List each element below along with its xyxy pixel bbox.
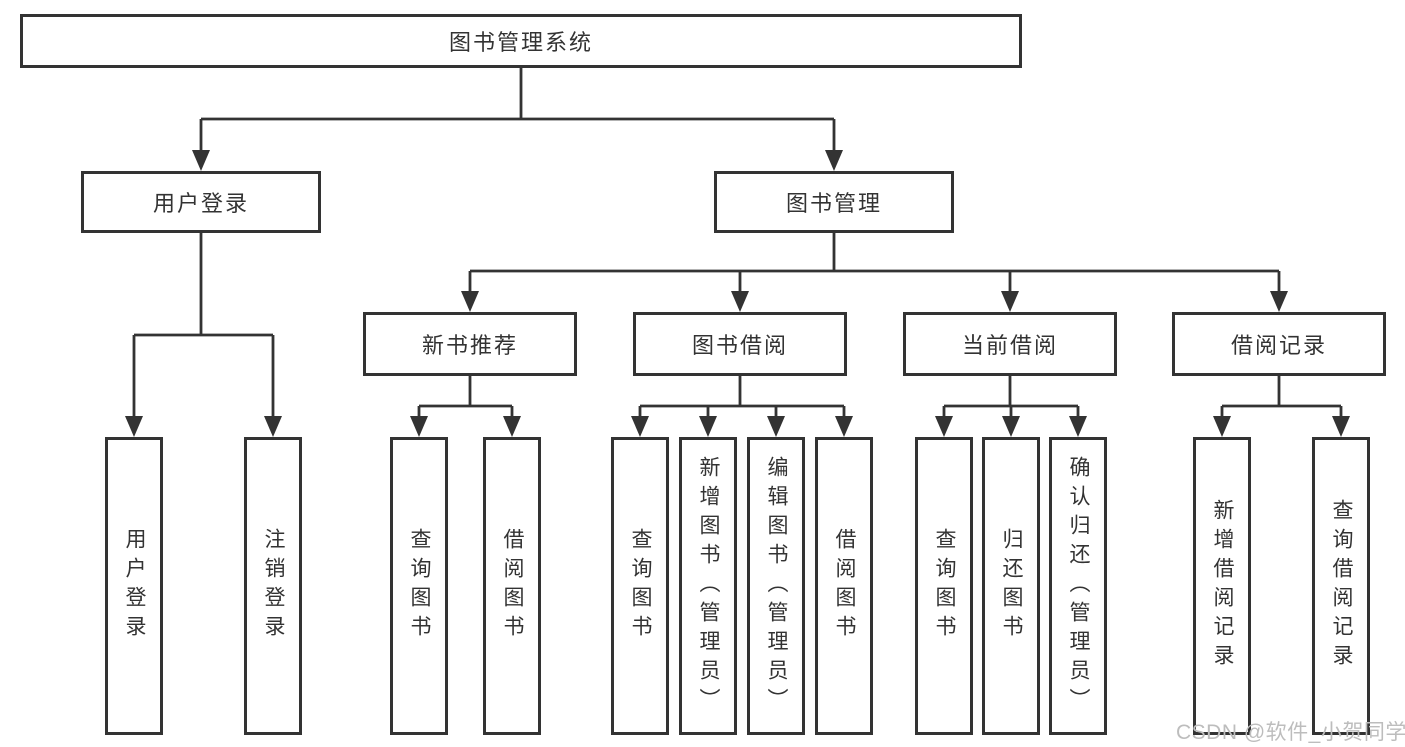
leaf-user-login: 用户登录	[105, 437, 163, 735]
leaf-bb-borrow-books: 借阅图书	[815, 437, 873, 735]
leaf-nb-query-books: 查询图书	[390, 437, 448, 735]
node-book-borrowing: 图书借阅	[633, 312, 847, 376]
leaf-cb-query-books: 查询图书	[915, 437, 973, 735]
leaf-cb-return-books: 归还图书	[982, 437, 1040, 735]
leaf-nb-borrow-books: 借阅图书	[483, 437, 541, 735]
csdn-watermark: CSDN @软件_小贺同学	[1176, 721, 1405, 744]
leaf-bb-query-books: 查询图书	[611, 437, 669, 735]
node-borrow-records: 借阅记录	[1172, 312, 1386, 376]
node-library-management-system: 图书管理系统	[20, 14, 1022, 68]
leaf-bb-add-books-admin: 新增图书（管理员）	[679, 437, 737, 735]
node-book-management: 图书管理	[714, 171, 954, 233]
node-new-book-recommend: 新书推荐	[363, 312, 577, 376]
leaf-br-query-record: 查询借阅记录	[1312, 437, 1370, 735]
leaf-logout-login: 注销登录	[244, 437, 302, 735]
leaf-bb-edit-books-admin: 编辑图书（管理员）	[747, 437, 805, 735]
leaf-cb-confirm-return-admin: 确认归还（管理员）	[1049, 437, 1107, 735]
node-user-login: 用户登录	[81, 171, 321, 233]
leaf-br-add-record: 新增借阅记录	[1193, 437, 1251, 735]
arrowheads	[125, 150, 1350, 437]
node-current-borrowing: 当前借阅	[903, 312, 1117, 376]
